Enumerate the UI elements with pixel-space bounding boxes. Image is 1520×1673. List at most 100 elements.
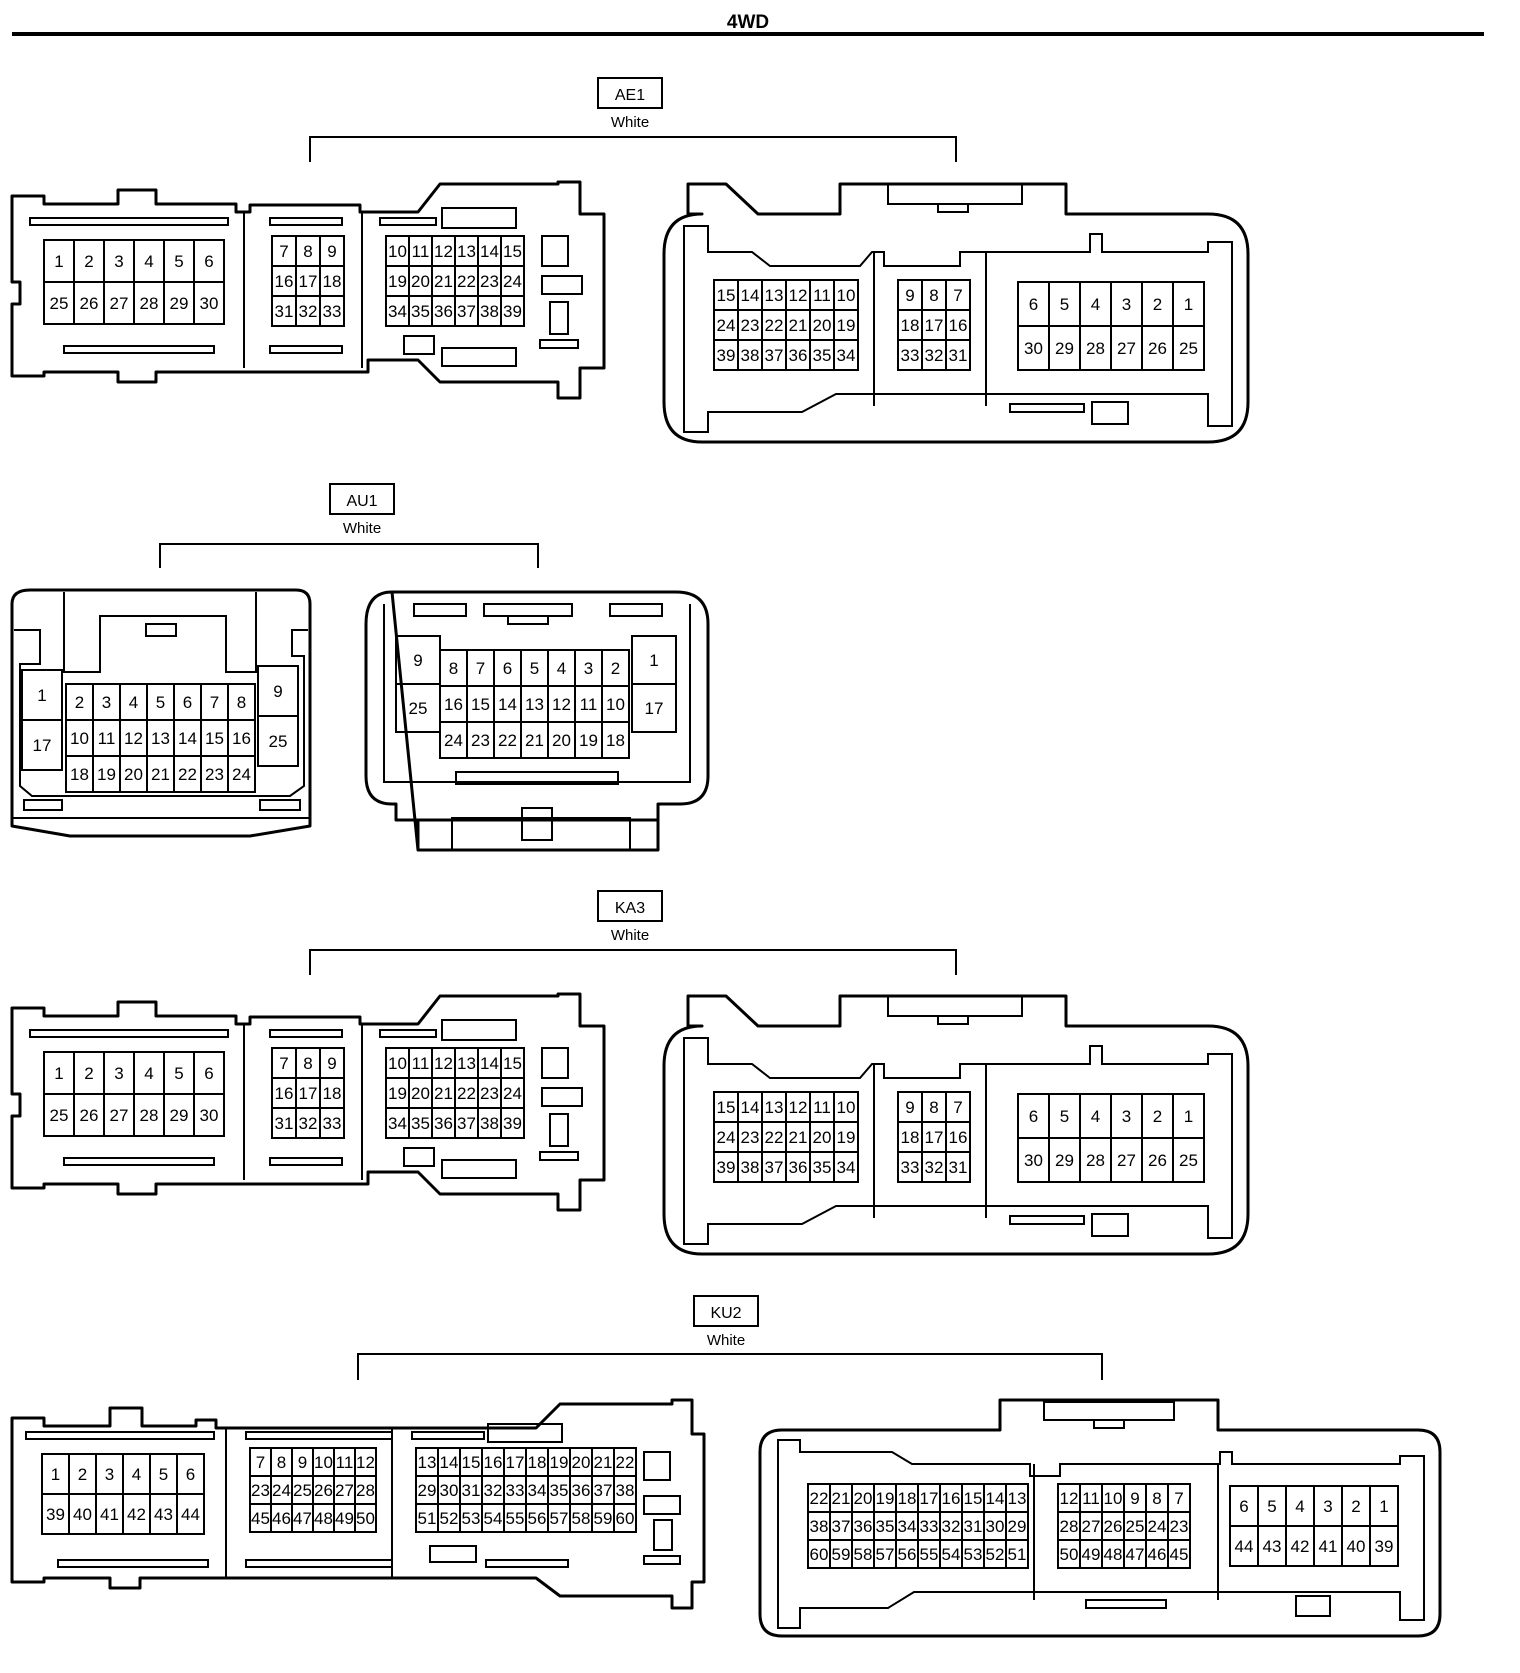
pin-number: 29: [170, 1106, 189, 1125]
pin-number: 41: [1319, 1537, 1338, 1556]
pin-number: 19: [837, 316, 856, 335]
pin-number: 58: [572, 1509, 591, 1528]
pin-number: 20: [552, 731, 571, 750]
pin-number: 14: [741, 286, 760, 305]
pin-number: 5: [159, 1465, 168, 1484]
pin-number: 59: [832, 1545, 851, 1564]
pin-number: 7: [953, 1098, 962, 1117]
pin-number: 8: [237, 693, 246, 712]
pin-number: 35: [411, 302, 430, 321]
pin-number: 12: [1060, 1489, 1079, 1508]
pin-tall-column: 1 17: [631, 635, 677, 733]
pin-number: 60: [616, 1509, 635, 1528]
pin-number: 16: [949, 1128, 968, 1147]
pin-number: 15: [205, 729, 224, 748]
pin-number: 13: [457, 242, 476, 261]
pin-number: 14: [440, 1453, 459, 1472]
pin-number: 37: [457, 1114, 476, 1133]
pin-number: 35: [411, 1114, 430, 1133]
pin-number: 2: [78, 1465, 87, 1484]
pin-number: 28: [1060, 1517, 1079, 1536]
pin-number: 37: [832, 1517, 851, 1536]
pin-number: 20: [813, 1128, 832, 1147]
pin-number: 21: [594, 1453, 613, 1472]
pin-number: 42: [127, 1505, 146, 1524]
pin-number: 21: [434, 1084, 453, 1103]
pin-number: 14: [480, 1054, 499, 1073]
pin-number: 28: [356, 1481, 375, 1500]
pin-number: 43: [1263, 1537, 1282, 1556]
pin-cell: [319, 295, 345, 327]
pin-number: 10: [1104, 1489, 1123, 1508]
pin-number: 1: [649, 651, 658, 670]
pin-number: 29: [1008, 1517, 1027, 1536]
pin-cell: [1369, 1525, 1399, 1567]
pin-number: 39: [1375, 1537, 1394, 1556]
pin-number: 17: [645, 699, 664, 718]
pin-number: 7: [953, 286, 962, 305]
pin-number: 16: [275, 272, 294, 291]
pin-number: 28: [140, 1106, 159, 1125]
pin-number: 7: [1174, 1489, 1183, 1508]
pin-number: 6: [1029, 295, 1038, 314]
connector-id: AU1: [346, 493, 377, 510]
pin-number: 39: [46, 1505, 65, 1524]
pin-number: 15: [717, 286, 736, 305]
pin-number: 19: [388, 1084, 407, 1103]
pin-number: 27: [110, 1106, 129, 1125]
pin-number: 5: [156, 693, 165, 712]
pin-number: 25: [293, 1481, 312, 1500]
pin-number: 42: [1291, 1537, 1310, 1556]
pin-number: 21: [151, 765, 170, 784]
pin-number: 27: [1082, 1517, 1101, 1536]
pin-number: 26: [1148, 339, 1167, 358]
connector-housing-left: [10, 588, 312, 838]
pin-number: 20: [813, 316, 832, 335]
pin-number: 51: [418, 1509, 437, 1528]
pin-number: 5: [1267, 1497, 1276, 1516]
pin-number: 56: [898, 1545, 917, 1564]
pin-number: 2: [84, 1064, 93, 1083]
pin-number: 12: [434, 1054, 453, 1073]
pin-number: 7: [256, 1453, 265, 1472]
pin-number: 3: [102, 693, 111, 712]
pin-number: 4: [144, 1064, 153, 1083]
pin-number: 38: [480, 1114, 499, 1133]
pin-cell: [319, 1107, 345, 1139]
pin-number: 30: [1024, 339, 1043, 358]
pin-number: 34: [837, 1158, 856, 1177]
pin-number: 19: [388, 272, 407, 291]
pin-number: 7: [210, 693, 219, 712]
pin-cell: [193, 1093, 225, 1137]
pin-number: 37: [765, 346, 784, 365]
pin-number: 15: [503, 1054, 522, 1073]
pin-number: 49: [335, 1509, 354, 1528]
pin-number: 7: [476, 659, 485, 678]
pin-number: 2: [1153, 295, 1162, 314]
pin-number: 23: [1170, 1517, 1189, 1536]
pin-number: 23: [741, 1128, 760, 1147]
pin-number: 20: [572, 1453, 591, 1472]
pin-number: 34: [388, 1114, 407, 1133]
pin-number: 22: [765, 1128, 784, 1147]
pin-number: 25: [50, 1106, 69, 1125]
pin-tall-column: 117: [21, 669, 63, 771]
pin-number: 58: [854, 1545, 873, 1564]
pin-number: 1: [54, 1064, 63, 1083]
pin-number: 33: [323, 302, 342, 321]
pin-number: 9: [413, 651, 422, 670]
pin-number: 15: [964, 1489, 983, 1508]
pin-number: 4: [1091, 295, 1100, 314]
pin-cell: [613, 1503, 637, 1533]
pin-number: 57: [550, 1509, 569, 1528]
pin-number: 12: [124, 729, 143, 748]
pin-number: 18: [323, 272, 342, 291]
pin-number: 55: [920, 1545, 939, 1564]
